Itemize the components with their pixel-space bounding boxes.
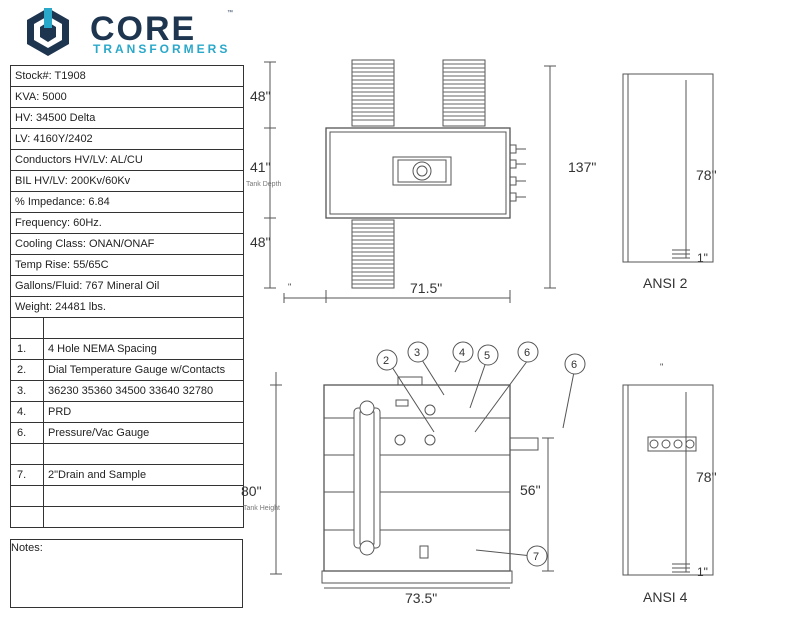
- dim-56: 56": [520, 482, 541, 498]
- accessory-row: [10, 485, 244, 507]
- callout-circle: [517, 341, 539, 363]
- callout-circle: [407, 341, 429, 363]
- callout-circle: [452, 341, 474, 363]
- radiator-bottom: [351, 219, 395, 289]
- spec-temp-rise: Temp Rise: 55/65C: [10, 254, 244, 276]
- callout-number: 5: [484, 350, 490, 362]
- accessory-row: 2.Dial Temperature Gauge w/Contacts: [10, 359, 244, 381]
- accessory-text: Dial Temperature Gauge w/Contacts: [43, 359, 244, 381]
- tank-front-outline: [323, 384, 511, 572]
- trademark: ™: [227, 10, 233, 16]
- callout-circle: [564, 353, 586, 375]
- spec-frequency: Frequency: 60Hz.: [10, 212, 244, 234]
- spec-table: Stock#: T1908 KVA: 5000 HV: 34500 Delta …: [10, 65, 244, 528]
- ansi2-drawing: [622, 73, 714, 263]
- dim-48-bottom: 48": [250, 234, 271, 250]
- spec-conductors: Conductors HV/LV: AL/CU: [10, 149, 244, 171]
- callout-number: 4: [459, 347, 465, 359]
- dim-71-5: 71.5": [410, 280, 442, 296]
- dim-41: 41": [250, 159, 271, 175]
- ansi2-dim-1: 1": [697, 251, 708, 265]
- spec-cooling: Cooling Class: ONAN/ONAF: [10, 233, 244, 255]
- ansi4-label: ANSI 4: [643, 589, 688, 605]
- ansi2-label: ANSI 2: [643, 275, 688, 291]
- core-transformers-logo: CORE ™ TRANSFORMERS: [22, 6, 242, 58]
- spec-row: Gallons/Fluid: 767 Mineral Oil: [10, 275, 244, 297]
- dim-73-5: 73.5": [405, 590, 437, 606]
- ansi2-dim-78: 78": [696, 167, 717, 183]
- dim-137: 137": [568, 159, 596, 175]
- front-view-drawing: [270, 357, 575, 589]
- dim-48-top: 48": [250, 88, 271, 104]
- ansi4-tick: ": [660, 362, 663, 372]
- accessory-row: 1.4 Hole NEMA Spacing: [10, 338, 244, 360]
- tank-depth-label: Tank Depth: [246, 181, 282, 188]
- spec-bil: BIL HV/LV: 200Kv/60Kv: [10, 170, 244, 192]
- spec-row: Frequency: 60Hz.: [10, 212, 244, 234]
- notes-label: Notes:: [11, 542, 43, 554]
- dim-tank-height: 80": [241, 483, 262, 499]
- callout-number: 2: [383, 355, 389, 367]
- callout-circle: [376, 349, 398, 371]
- accessory-row: [10, 506, 244, 528]
- spec-gallons: Gallons/Fluid: 767 Mineral Oil: [10, 275, 244, 297]
- accessory-text: 36230 35360 34500 33640 32780: [43, 380, 244, 402]
- callout-number: 7: [533, 551, 539, 563]
- accessory-text: [43, 506, 244, 528]
- radiator-fins: [352, 63, 485, 285]
- notes-box: Notes:: [10, 539, 243, 608]
- ansi4-drawing: [622, 384, 714, 576]
- callout-circle: [526, 545, 548, 567]
- tank-height-label: Tank Height: [243, 505, 280, 512]
- radiator-top-left: [351, 59, 395, 127]
- top-view-drawing: [264, 59, 556, 303]
- spec-row: Weight: 24481 lbs.: [10, 296, 244, 318]
- callout-circle: [477, 344, 499, 366]
- callout-number: 6: [571, 359, 577, 371]
- ansi4-dim-78: 78": [696, 469, 717, 485]
- callout-number: 3: [414, 347, 420, 359]
- top-view-tick: ": [288, 282, 291, 292]
- hexagon-logo-icon: [27, 8, 69, 56]
- brand-subtitle: TRANSFORMERS: [93, 42, 231, 56]
- ansi4-dim-1: 1": [697, 565, 708, 579]
- radiator-top-right: [442, 59, 486, 127]
- accessory-row: 3.36230 35360 34500 33640 32780: [10, 380, 244, 402]
- spec-row: BIL HV/LV: 200Kv/60Kv: [10, 170, 244, 192]
- spec-row: Cooling Class: ONAN/ONAF: [10, 233, 244, 255]
- spec-weight: Weight: 24481 lbs.: [10, 296, 244, 318]
- callout-number: 6: [524, 347, 530, 359]
- spec-row: Temp Rise: 55/65C: [10, 254, 244, 276]
- spec-row: Conductors HV/LV: AL/CU: [10, 149, 244, 171]
- accessory-text: 4 Hole NEMA Spacing: [43, 338, 244, 360]
- brand-name: CORE: [90, 10, 197, 48]
